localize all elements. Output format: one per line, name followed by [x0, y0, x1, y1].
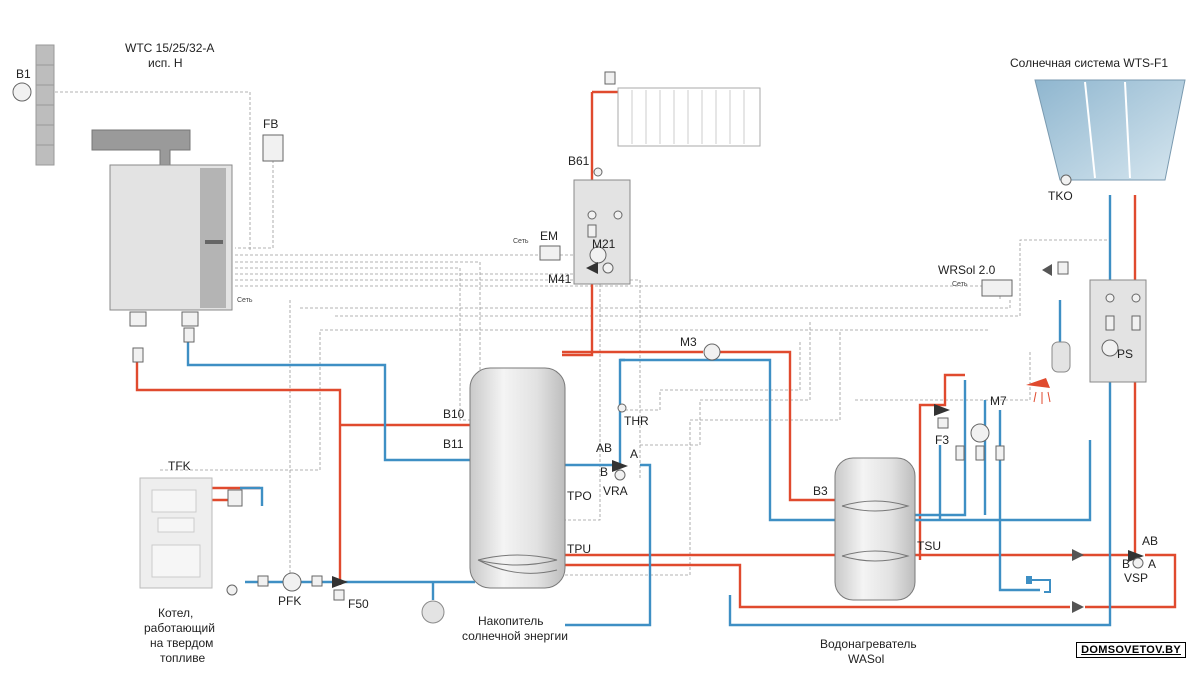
- check-valve-pfk-2-icon: [311, 575, 323, 587]
- hot-pipes: [135, 90, 1177, 609]
- thermostat-pfk-icon: [226, 584, 238, 596]
- heat-consumer-shower-icon: [1026, 378, 1051, 404]
- label-net-boiler: Сеть: [237, 297, 253, 304]
- pump-pfk-icon: [282, 572, 302, 592]
- label-net-em: Сеть: [513, 238, 529, 245]
- check-valve-3-icon: [995, 445, 1005, 461]
- solid-boiler-title-line1: Котел,: [158, 606, 193, 620]
- water-heater-title-line2: WASol: [848, 652, 884, 666]
- label-b3: B3: [813, 484, 828, 498]
- mixer-module: [573, 179, 631, 285]
- label-b-vra: B: [600, 465, 608, 479]
- label-b-vsp: B: [1122, 557, 1130, 571]
- expansion-vessel-icon: [421, 600, 445, 624]
- three-way-valve-vra-icon: [612, 460, 628, 481]
- label-b10: B10: [443, 407, 465, 421]
- storage-tank-title-line2: солнечной энергии: [462, 629, 568, 643]
- label-tpu: TPU: [567, 542, 591, 556]
- chimney-wall: [35, 44, 55, 166]
- label-f3: F3: [935, 433, 949, 447]
- label-vsp: VSP: [1124, 571, 1148, 585]
- label-b61: B61: [568, 154, 590, 168]
- storage-tank-title-line1: Накопитель: [478, 614, 544, 628]
- pump-station-ps: [1089, 279, 1147, 383]
- valve-f3-icon: [934, 404, 950, 429]
- watermark-logo: DOMSOVETOV.BY: [1076, 642, 1186, 658]
- radiator: [617, 87, 761, 147]
- label-m41: M41: [548, 272, 572, 286]
- label-b1: B1: [16, 67, 31, 81]
- sensor-b61-icon: [593, 167, 603, 177]
- solar-controller-wrsol-icon: [981, 279, 1013, 297]
- solar-storage-tank: [469, 367, 566, 589]
- control-wiring: [40, 91, 1110, 581]
- pump-m3-icon: [703, 343, 721, 361]
- wall-boiler: [91, 129, 233, 363]
- solid-boiler-title-line3: на твердом: [150, 636, 213, 650]
- label-m21: M21: [592, 237, 616, 251]
- label-tpo: TPO: [567, 489, 592, 503]
- solid-boiler-title-line2: работающий: [144, 621, 215, 635]
- check-valve-pfk-icon: [257, 575, 269, 587]
- water-tap-icon: [1026, 576, 1051, 593]
- sensor-thr-icon: [617, 403, 627, 413]
- label-b11: B11: [443, 437, 464, 451]
- water-heater-title-line1: Водонагреватель: [820, 637, 917, 651]
- label-em: EM: [540, 229, 558, 243]
- check-valve-2-icon: [975, 445, 985, 461]
- label-tsu: TSU: [917, 539, 941, 553]
- label-m3: M3: [680, 335, 697, 349]
- label-f50: F50: [348, 597, 369, 611]
- label-ab-vra: AB: [596, 441, 612, 455]
- water-heater-wasol: [834, 457, 916, 601]
- solar-system-title: Солнечная система WTS-F1: [1010, 56, 1168, 70]
- three-way-valve-vsp-icon: [1128, 550, 1144, 569]
- extension-module-em-icon: [539, 245, 561, 261]
- label-tfk: TFK: [168, 459, 191, 473]
- label-wrsol: WRSol 2.0: [938, 263, 996, 277]
- solid-fuel-boiler: [139, 477, 243, 589]
- outdoor-sensor-b1-icon: [12, 82, 32, 102]
- three-way-valve-f50-icon: [332, 576, 348, 601]
- check-valve-hot-icon: [1072, 549, 1084, 561]
- boiler-variant-title: исп. H: [148, 56, 183, 70]
- label-m7: M7: [990, 394, 1007, 408]
- expansion-vessel-solar: [1042, 261, 1071, 373]
- label-a-vra: A: [630, 447, 638, 461]
- pump-m7-icon: [970, 423, 990, 443]
- remote-control-fb-icon: [262, 134, 284, 162]
- label-pfk: PFK: [278, 594, 301, 608]
- solid-boiler-title-line4: топливе: [160, 651, 205, 665]
- collector-sensor-tko-icon: [1060, 174, 1072, 186]
- label-net-wrsol: Сеть: [952, 281, 968, 288]
- label-tko: TKO: [1048, 189, 1073, 203]
- label-ab-vsp: AB: [1142, 534, 1158, 548]
- cold-pipes: [186, 195, 1112, 627]
- label-vra: VRA: [603, 484, 628, 498]
- label-thr: THR: [624, 414, 649, 428]
- boiler-model-title: WTC 15/25/32-A: [125, 41, 214, 55]
- solar-collector: [1034, 79, 1186, 181]
- label-fb: FB: [263, 117, 278, 131]
- radiator-thermostat-icon: [604, 71, 616, 85]
- label-a-vsp: A: [1148, 557, 1156, 571]
- label-ps: PS: [1117, 347, 1133, 361]
- check-valve-return-icon: [1072, 601, 1084, 613]
- check-valve-1-icon: [955, 445, 965, 461]
